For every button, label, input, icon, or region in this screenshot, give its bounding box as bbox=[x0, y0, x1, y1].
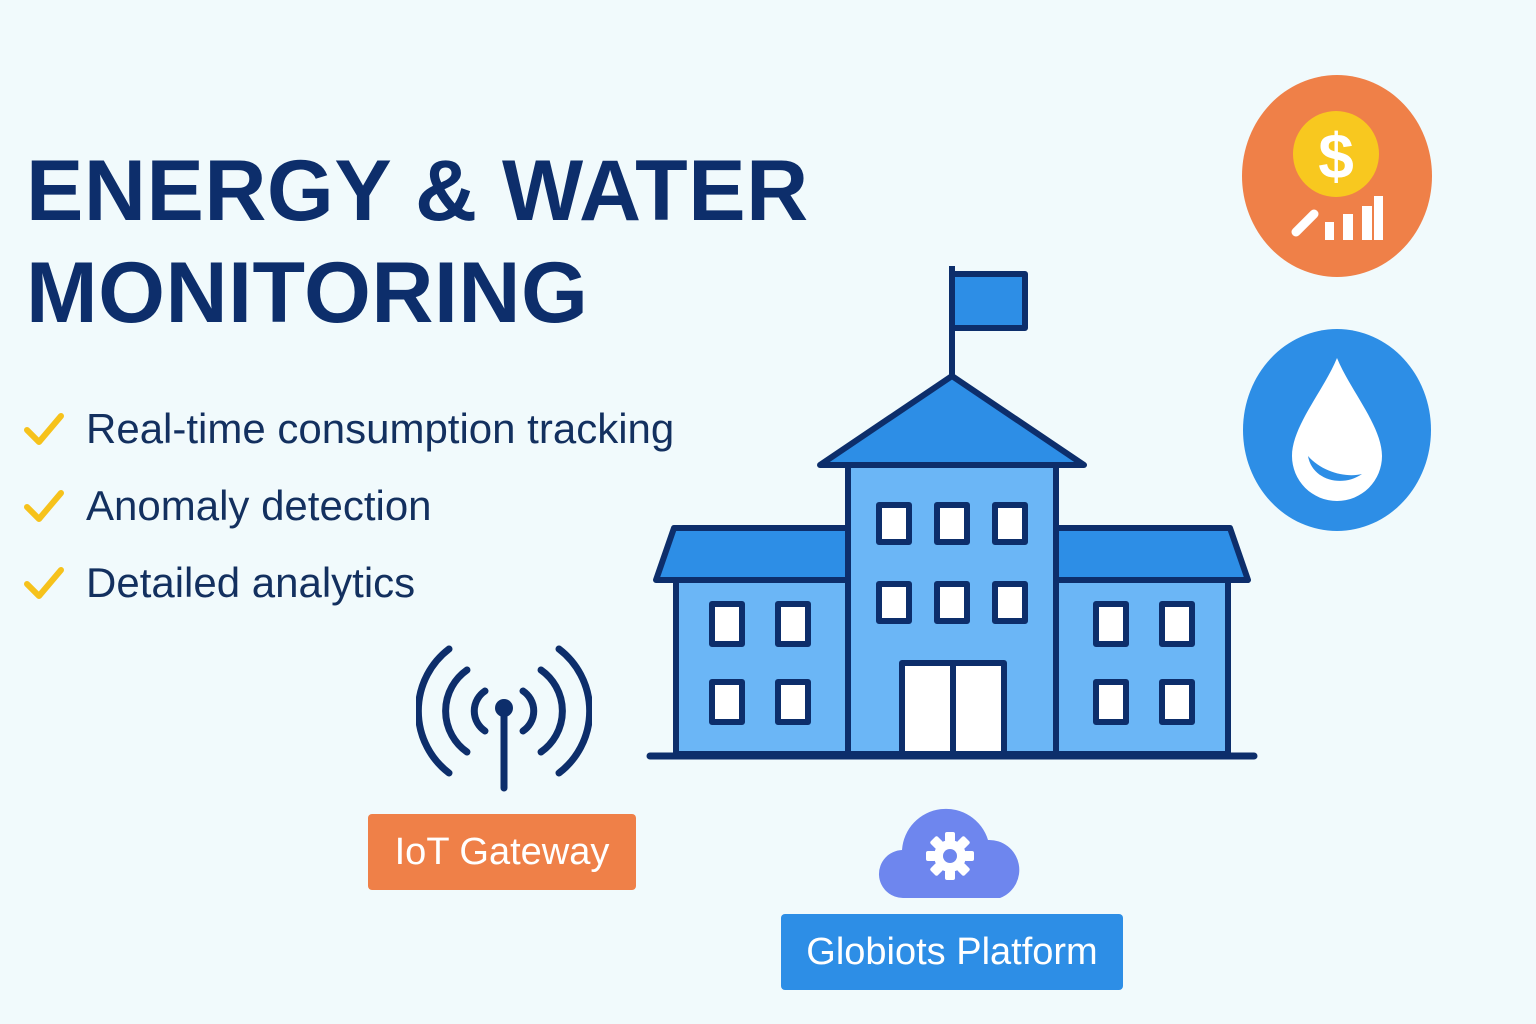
water-drop-icon bbox=[1243, 329, 1431, 531]
checkmark-icon bbox=[24, 489, 64, 522]
page-title: ENERGY & WATER MONITORING bbox=[26, 140, 809, 344]
feature-label: Anomaly detection bbox=[86, 481, 432, 529]
feature-label: Detailed analytics bbox=[86, 558, 416, 606]
feature-label: Real-time consumption tracking bbox=[86, 404, 675, 452]
globiots-platform-label: Globiots Platform bbox=[781, 914, 1123, 990]
iot-gateway-label: IoT Gateway bbox=[368, 814, 636, 890]
antenna-signal-icon bbox=[416, 645, 592, 792]
title-line-2: MONITORING bbox=[26, 245, 589, 341]
checkmark-icon bbox=[24, 566, 64, 599]
feature-list: Real-time consumption tracking Anomaly d… bbox=[22, 390, 674, 621]
list-item: Detailed analytics bbox=[22, 544, 674, 621]
dollar-symbol: $ bbox=[1318, 120, 1354, 192]
title-line-1: ENERGY & WATER bbox=[26, 143, 809, 239]
list-item: Real-time consumption tracking bbox=[22, 390, 674, 467]
building-icon bbox=[646, 266, 1258, 760]
list-item: Anomaly detection bbox=[22, 467, 674, 544]
checkmark-icon bbox=[24, 412, 64, 445]
cloud-gear-icon bbox=[878, 808, 1020, 899]
dollar-growth-icon: $ bbox=[1242, 75, 1432, 277]
